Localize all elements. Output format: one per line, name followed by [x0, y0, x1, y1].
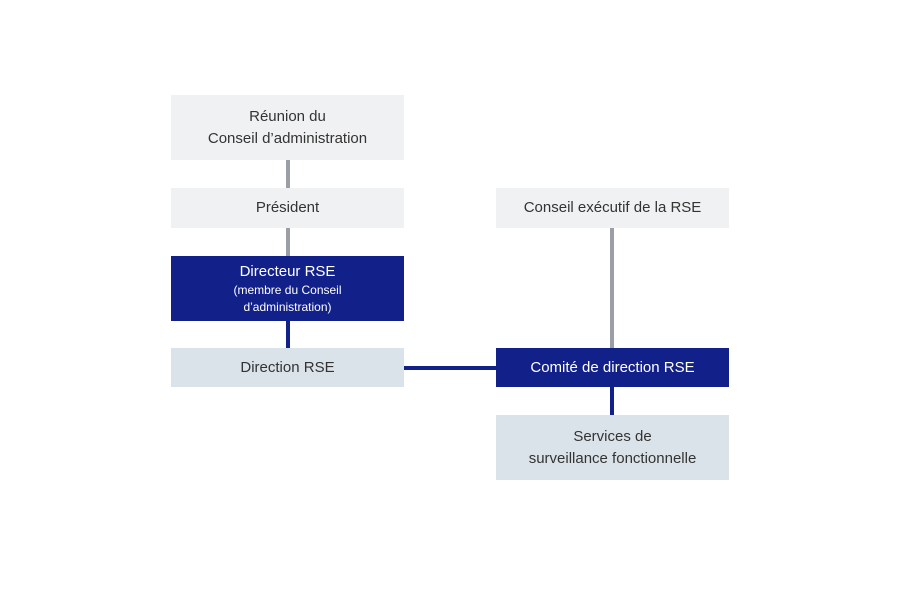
connector-director-department: [286, 321, 290, 348]
csr-department-box: Direction RSE: [171, 348, 404, 387]
board-meeting-box: Réunion du Conseil d’administration: [171, 95, 404, 160]
board-meeting-line1: Réunion du: [249, 107, 326, 125]
csr-director-title: Directeur RSE: [239, 262, 336, 280]
monitoring-services-box: Services de surveillance fonctionnelle: [496, 415, 729, 480]
csr-steering-committee-label: Comité de direction RSE: [530, 358, 695, 376]
csr-department-label: Direction RSE: [240, 358, 335, 376]
csr-executive-council-box: Conseil exécutif de la RSE: [496, 188, 729, 228]
csr-director-box: Directeur RSE (membre du Conseil d’admin…: [171, 256, 404, 321]
connector-president-director: [286, 228, 290, 256]
csr-director-sub2: d’administration): [243, 299, 332, 314]
connector-committee-services: [610, 387, 614, 415]
connector-board-president: [286, 160, 290, 188]
connector-department-committee: [404, 366, 496, 370]
monitoring-services-line1: Services de: [573, 427, 652, 445]
president-box: Président: [171, 188, 404, 228]
board-meeting-line2: Conseil d’administration: [207, 129, 368, 147]
monitoring-services-line2: surveillance fonctionnelle: [528, 449, 697, 467]
connector-council-committee: [610, 228, 614, 348]
president-label: Président: [255, 199, 320, 216]
csr-executive-council-label: Conseil exécutif de la RSE: [523, 199, 702, 216]
csr-director-sub1: (membre du Conseil: [233, 282, 342, 297]
csr-steering-committee-box: Comité de direction RSE: [496, 348, 729, 387]
